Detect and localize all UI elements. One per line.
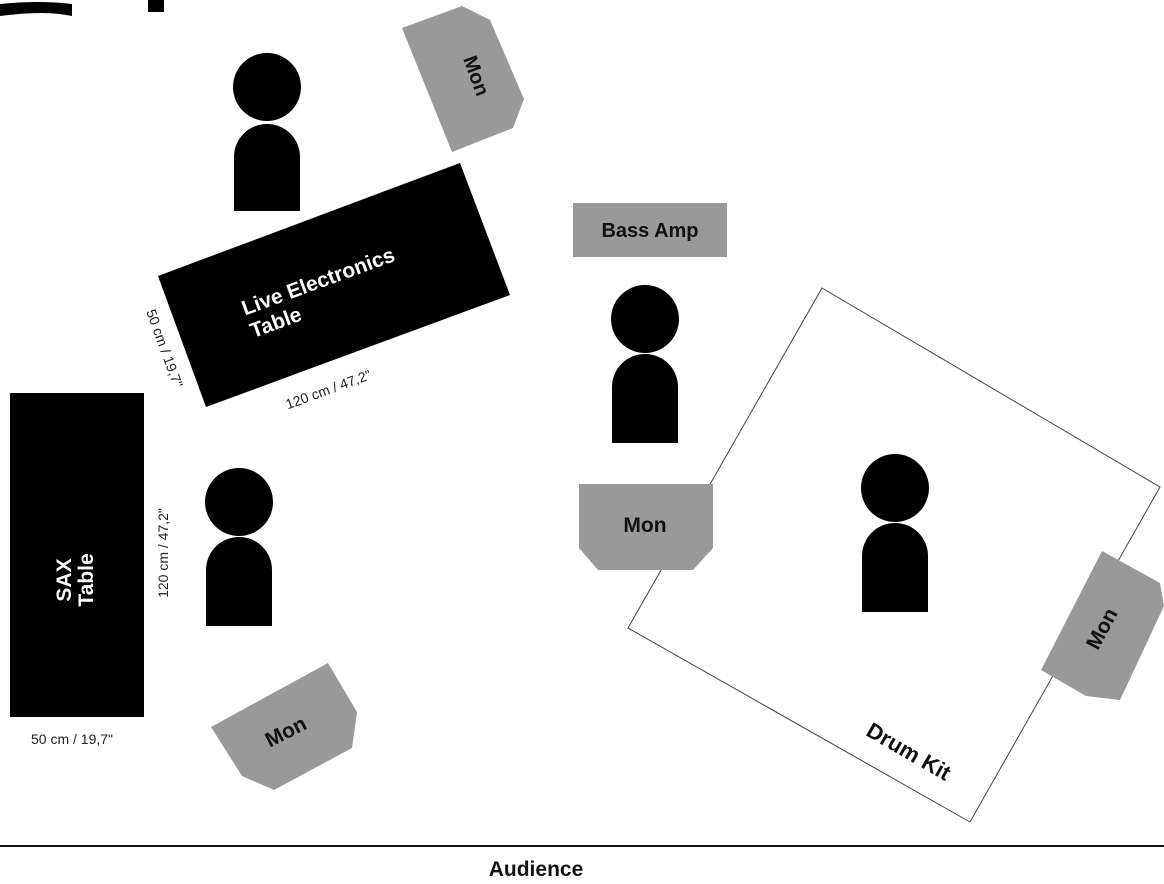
monitor-right: Mon [1041, 551, 1164, 700]
sax-label-line2: Table [75, 553, 98, 606]
sax-width-dimension: 120 cm / 47,2" [155, 508, 171, 598]
person-icon [611, 285, 679, 443]
person-icon [233, 53, 301, 211]
bass-amp-label: Bass Amp [601, 220, 698, 242]
bass-amp: Bass Amp [573, 203, 727, 257]
monitor-top: Mon [402, 6, 524, 152]
monitor-left: Mon [211, 663, 357, 790]
person-icon [205, 468, 273, 626]
cropped-glyph-icon [0, 0, 164, 16]
audience-label: Audience [489, 858, 584, 881]
sax-depth-dimension: 50 cm / 19,7" [31, 731, 113, 747]
person-icon [861, 454, 929, 612]
sax-table: SAX Table 120 cm / 47,2" 50 cm / 19,7" [10, 393, 171, 747]
sax-label-line1: SAX [53, 558, 76, 601]
live-electronics-table: Live Electronics Table 50 cm / 19,7" 120… [143, 163, 510, 412]
monitor-center: Mon [579, 484, 713, 570]
monitor-center-label: Mon [623, 514, 666, 537]
